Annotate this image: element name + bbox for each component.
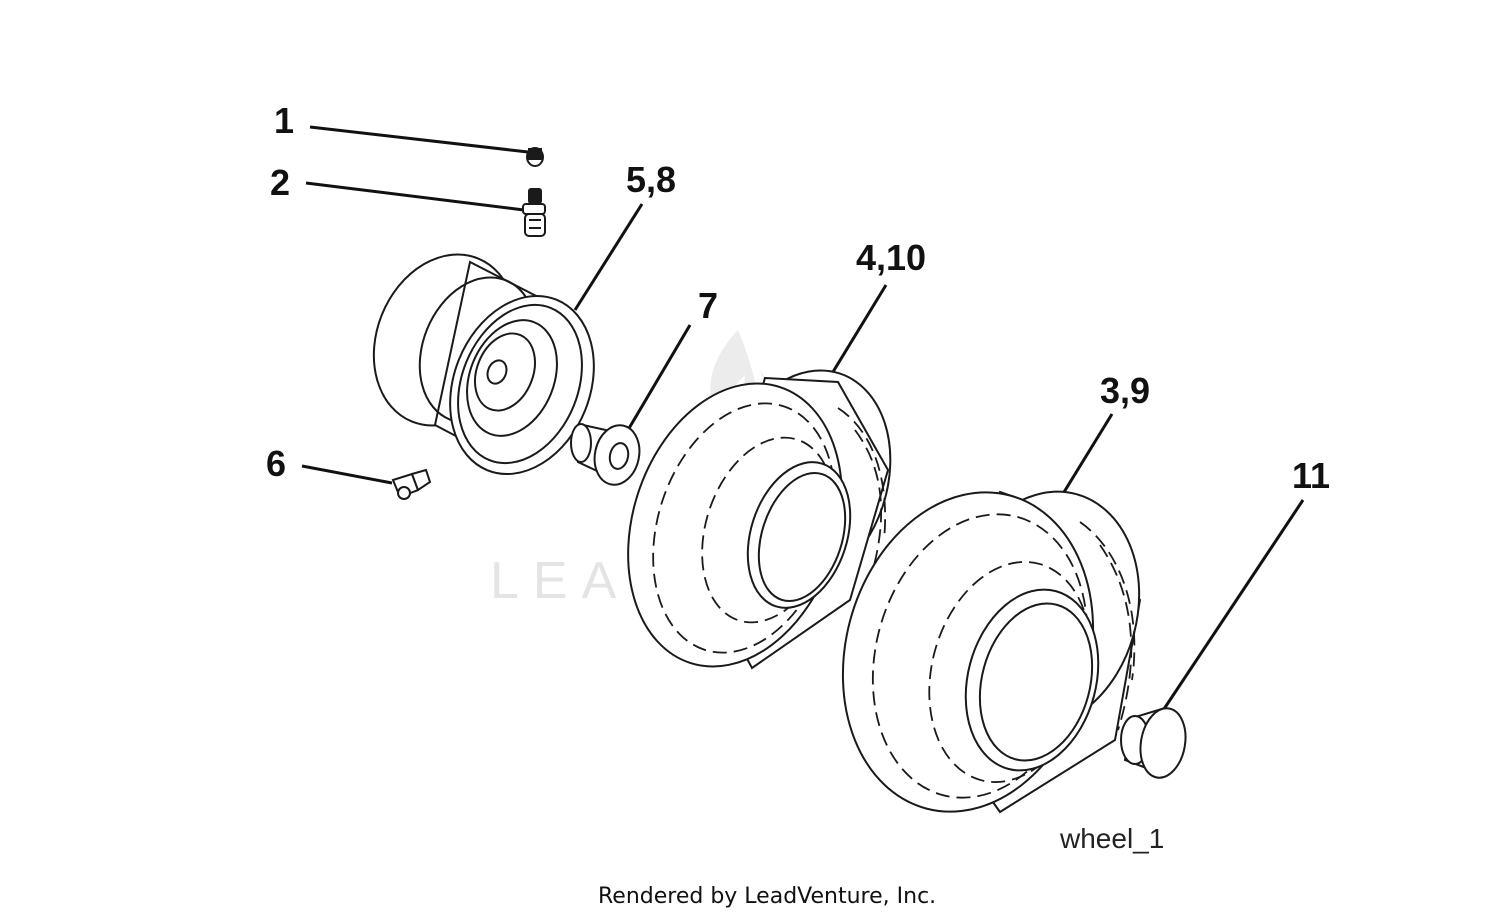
part-wheel-rim: 5,8 (372, 159, 676, 476)
callout-5-8: 5,8 (626, 159, 676, 200)
figure-id-label: wheel_1 (1059, 823, 1164, 854)
part-valve-cap: 1 (274, 100, 544, 167)
callout-11: 11 (1292, 455, 1330, 496)
callout-4-10: 4,10 (856, 237, 926, 278)
part-tire-inner: 4,10 (627, 237, 926, 670)
leader-5-8 (573, 203, 644, 311)
callout-6: 6 (266, 443, 286, 484)
bushing-flange (593, 424, 641, 486)
leader-6 (301, 464, 393, 485)
part-valve-stem: 2 (270, 162, 546, 237)
part-bushing: 7 (570, 285, 718, 486)
part-grease-fitting: 6 (266, 443, 432, 500)
callout-3-9: 3,9 (1100, 370, 1150, 411)
footer-credit: Rendered by LeadVenture, Inc. (598, 884, 936, 909)
callout-7: 7 (698, 285, 718, 326)
leader-7 (626, 324, 692, 431)
hub-cap-face (1139, 707, 1187, 779)
part-tire-outer: 3,9 (841, 370, 1150, 814)
leader-1 (309, 125, 529, 154)
rim-hub-hole (486, 359, 508, 385)
tire-inner-bead (746, 461, 852, 609)
leader-2 (305, 181, 525, 212)
leader-11 (1160, 499, 1305, 713)
callout-1: 1 (274, 100, 294, 141)
leader-4-10 (823, 284, 888, 386)
part-hub-cap: 11 (1120, 455, 1330, 779)
callout-2: 2 (270, 162, 290, 203)
